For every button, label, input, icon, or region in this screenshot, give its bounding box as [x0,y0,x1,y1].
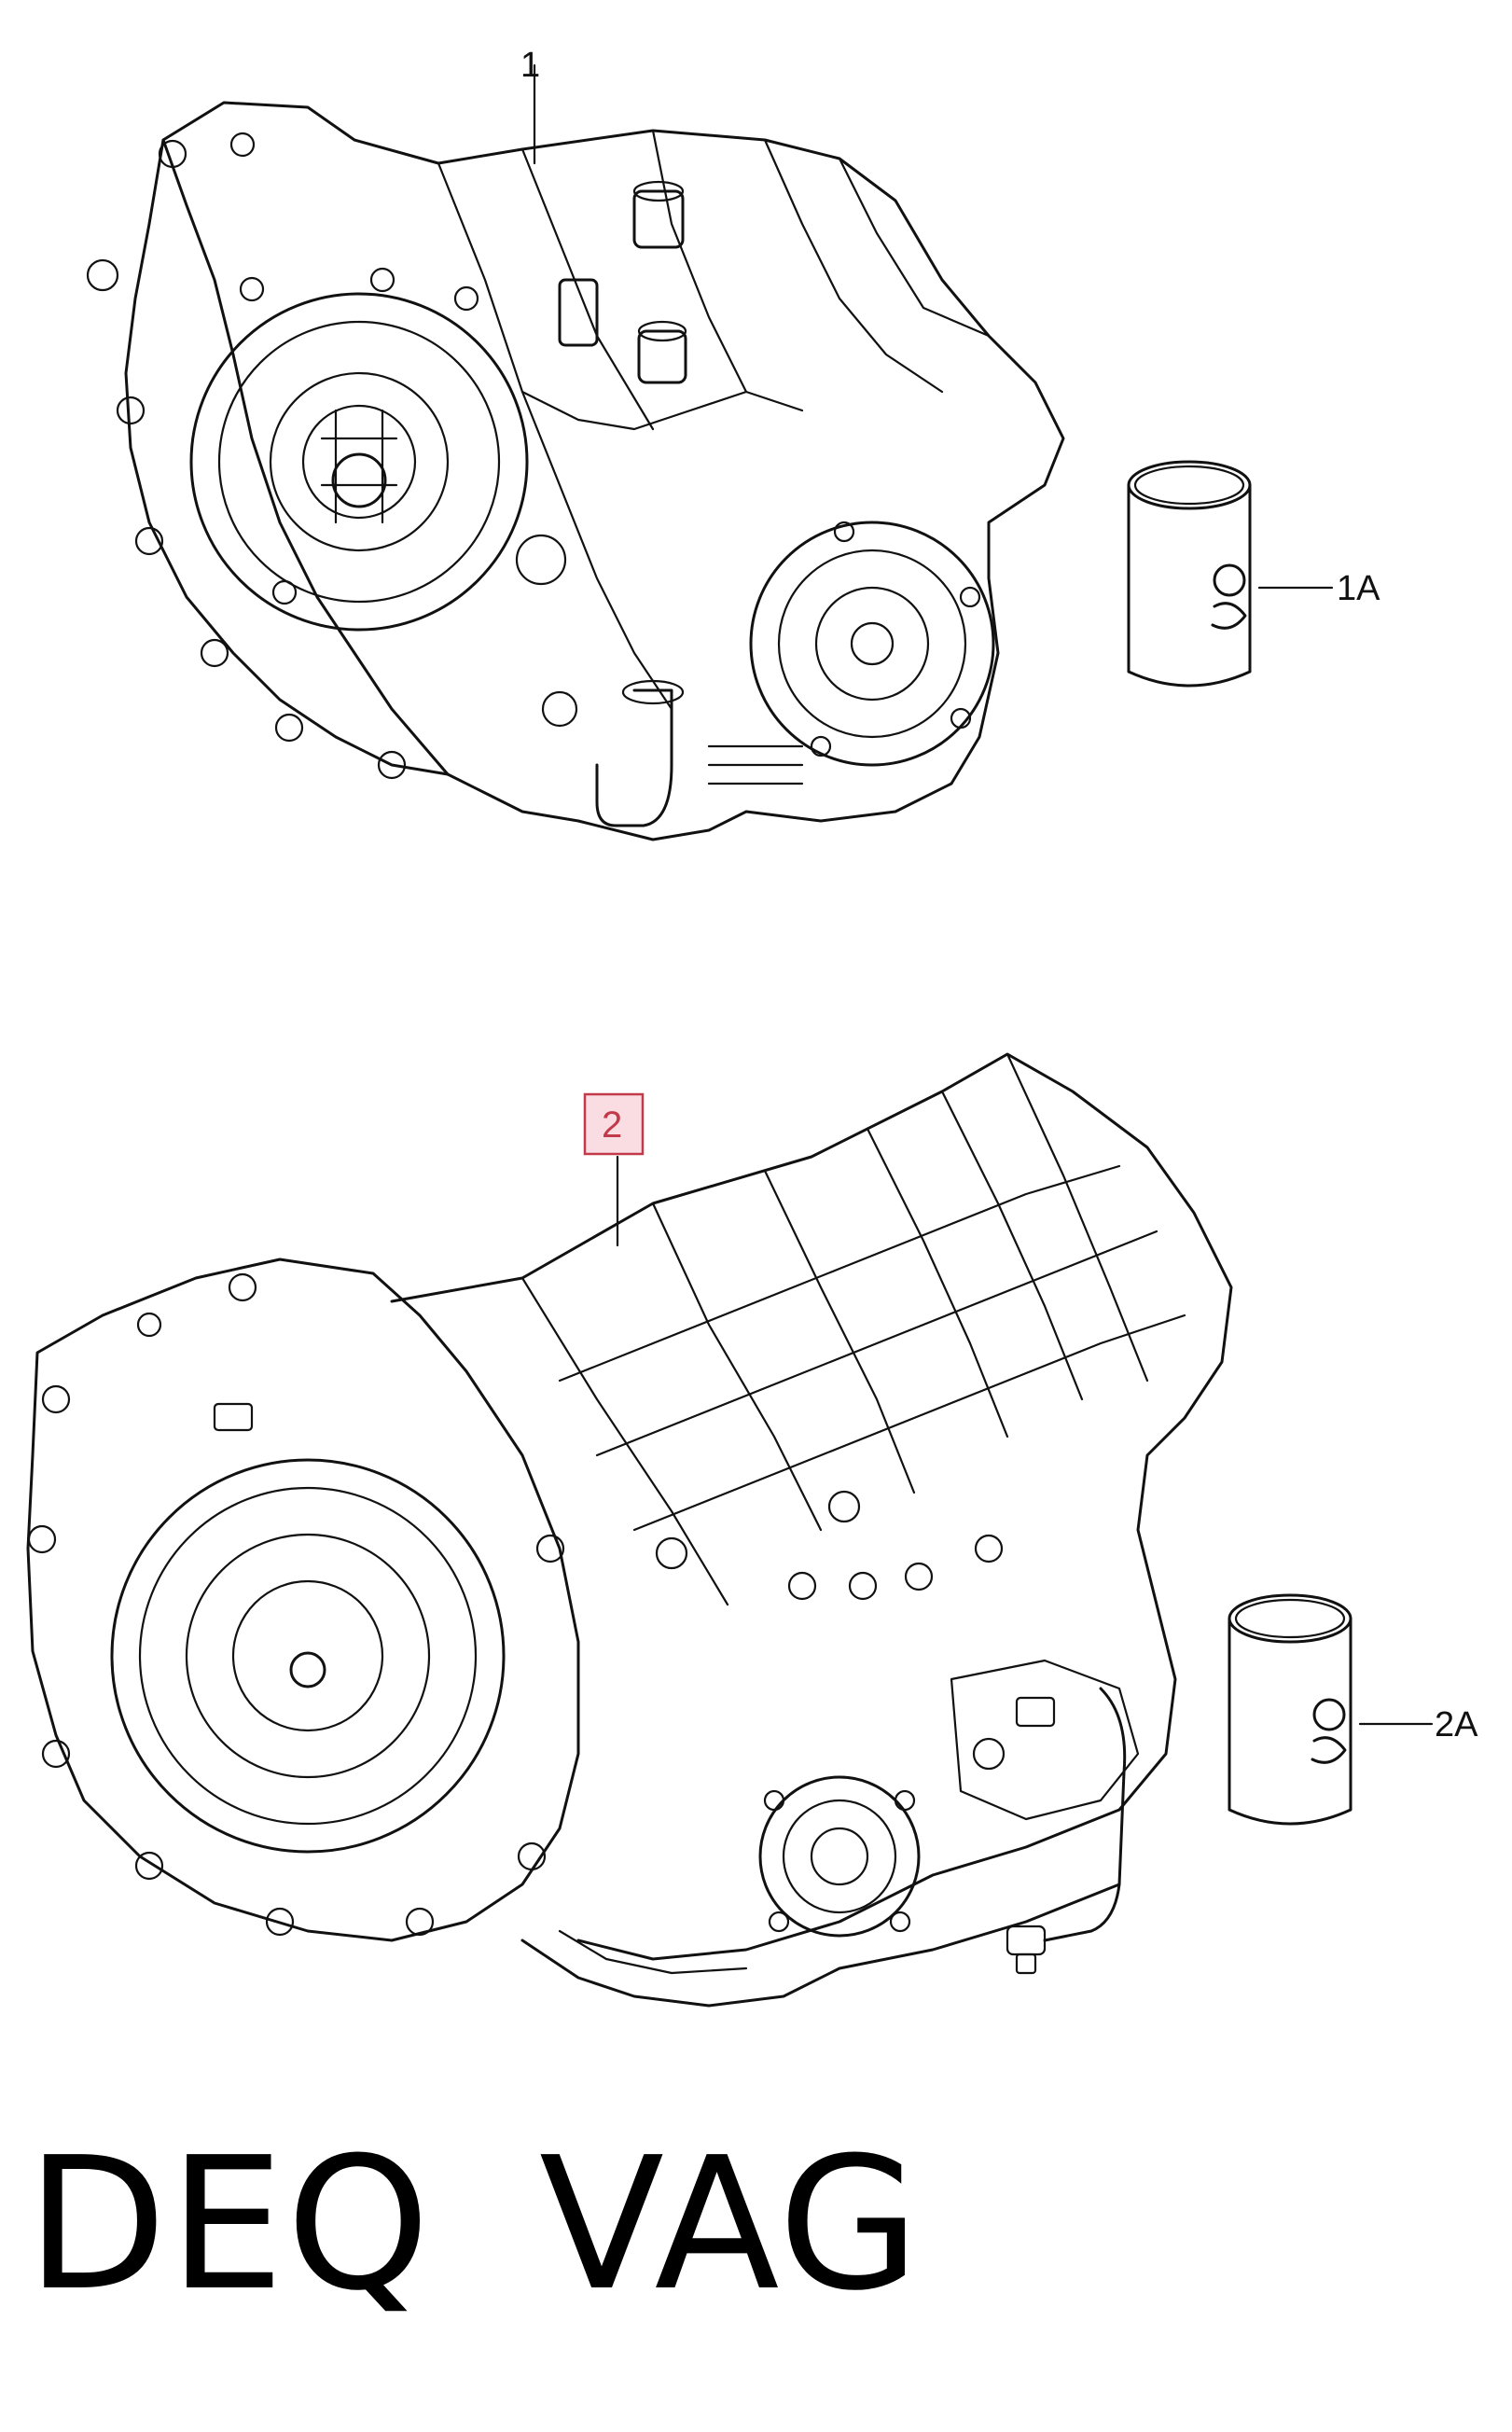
callout-2a-label: 2A [1435,1705,1478,1744]
oil-drop-icon [1211,563,1247,630]
manufacturer-code-vag: VAG [539,2119,922,2331]
callout-1a-label: 1A [1337,569,1380,608]
callout-2-label: 2 [602,1105,622,1146]
transmission-assembly-2[interactable] [26,1052,1233,2008]
oil-can-1a[interactable] [1127,460,1334,688]
gearbox-assembly-1[interactable] [86,63,1065,841]
callout-2-box[interactable]: 2 [583,1092,645,1156]
transmission-code-deq: DEQ [26,2119,433,2331]
callout-1-label: 1 [520,46,540,85]
oil-drop-icon [1311,1698,1347,1764]
oil-can-2a[interactable] [1228,1593,1434,1826]
